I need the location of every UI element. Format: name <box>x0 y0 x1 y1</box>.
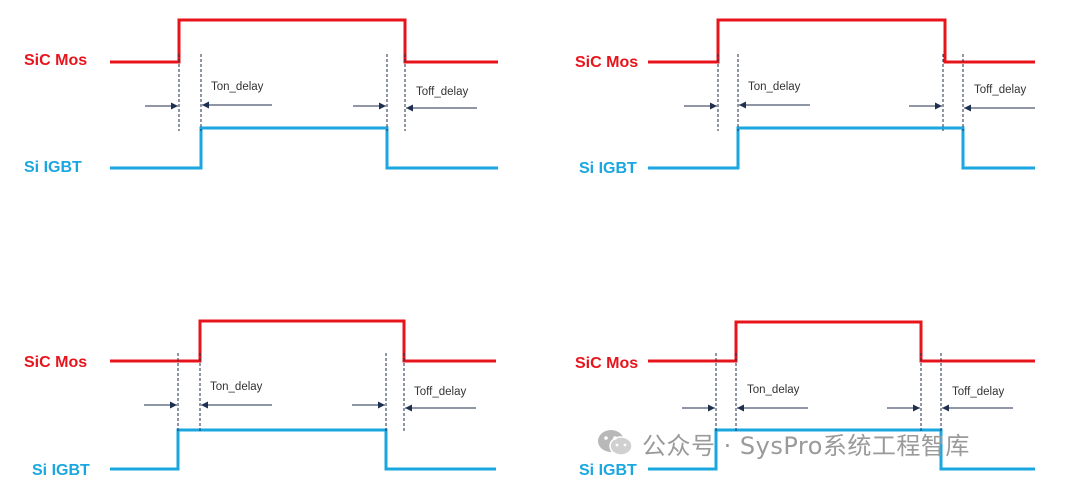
ton-delay-label: Ton_delay <box>748 81 801 93</box>
sic-mos-waveform <box>110 18 498 64</box>
ton-delay-label: Ton_delay <box>747 384 800 396</box>
si-igbt-label: Si IGBT <box>579 160 637 177</box>
sic-mos-label: SiC Mos <box>575 355 638 372</box>
ton-arrowhead-right <box>737 404 744 412</box>
ton-arrowhead-left <box>708 404 715 412</box>
si-igbt-waveform <box>110 126 498 170</box>
toff-arrowhead-left <box>378 401 385 409</box>
toff-arrowhead-right <box>964 104 971 112</box>
ton-arrowhead-right <box>739 101 746 109</box>
timing-diagram-top-right: SiC Mos Si IGBT Ton_delay Toff_delay <box>575 18 1035 177</box>
toff-arrowhead-right <box>405 404 412 412</box>
toff-delay-label: Toff_delay <box>952 386 1004 398</box>
ton-arrowhead-right <box>202 101 209 109</box>
si-igbt-label: Si IGBT <box>579 462 637 479</box>
ton-arrowhead-right <box>201 401 208 409</box>
ton-arrowhead-left <box>710 102 717 110</box>
toff-delay-label: Toff_delay <box>416 86 468 98</box>
wechat-icon <box>598 430 633 456</box>
sic-mos-label: SiC Mos <box>24 52 87 69</box>
toff-arrowhead-right <box>406 104 413 112</box>
toff-arrowhead-left <box>379 102 386 110</box>
toff-arrowhead-left <box>913 404 920 412</box>
watermark: 公众号 · SysPro系统工程智库 <box>596 428 970 460</box>
si-igbt-waveform <box>648 428 1035 471</box>
sic-mos-label: SiC Mos <box>575 54 638 71</box>
timing-diagram-bottom-right: SiC Mos Si IGBT Ton_delay Toff_delay <box>575 320 1035 479</box>
sic-mos-waveform <box>648 18 1035 64</box>
watermark-text: 公众号 · SysPro系统工程智库 <box>642 431 970 460</box>
sic-mos-label: SiC Mos <box>24 354 87 371</box>
si-igbt-label: Si IGBT <box>32 462 90 479</box>
ton-delay-label: Ton_delay <box>210 381 263 393</box>
toff-arrowhead-right <box>942 404 949 412</box>
timing-diagram-top-left: SiC Mos Si IGBT Ton_delay Toff_delay <box>24 18 498 176</box>
sic-mos-waveform <box>110 319 496 363</box>
ton-arrowhead-left <box>170 401 177 409</box>
toff-delay-label: Toff_delay <box>974 84 1026 96</box>
timing-diagram-bottom-left: SiC Mos Si IGBT Ton_delay Toff_delay <box>24 319 496 479</box>
toff-arrowhead-left <box>935 102 942 110</box>
toff-delay-label: Toff_delay <box>414 386 466 398</box>
si-igbt-label: Si IGBT <box>24 159 82 176</box>
ton-delay-label: Ton_delay <box>211 81 264 93</box>
ton-arrowhead-left <box>171 102 178 110</box>
si-igbt-waveform <box>110 428 496 471</box>
sic-mos-waveform <box>648 320 1035 363</box>
si-igbt-waveform <box>648 126 1035 170</box>
